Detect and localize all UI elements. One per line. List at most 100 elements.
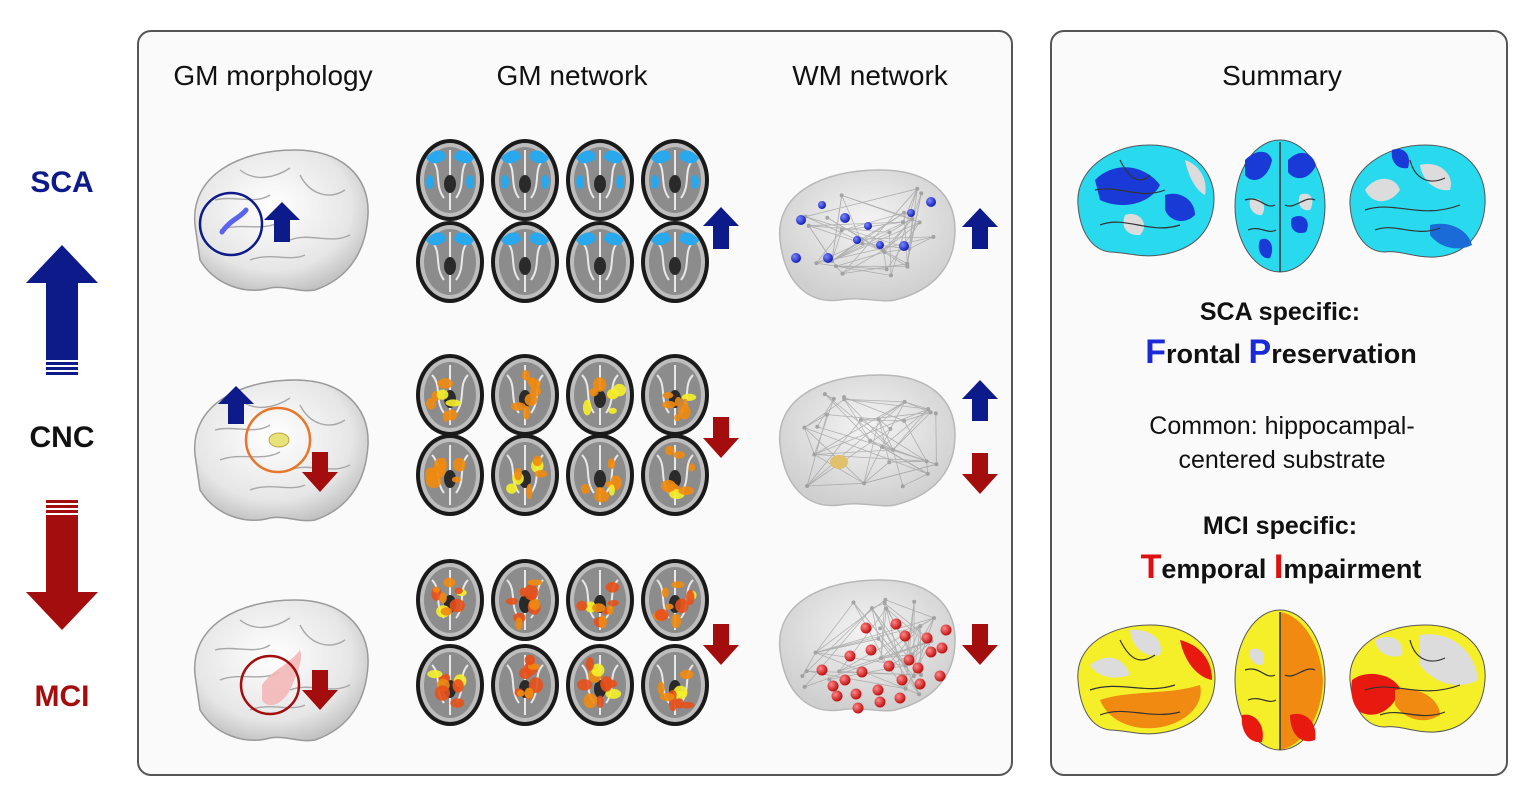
wm-node	[890, 618, 902, 630]
gm-network-sca-up-arrow-icon	[703, 207, 739, 249]
frontal-preservation-term: Frontal Preservation	[1145, 333, 1417, 372]
wm-node	[940, 624, 952, 636]
axial-slice	[491, 354, 559, 436]
mci-specific-heading: MCI specific:	[1202, 512, 1358, 540]
wm-node	[912, 662, 924, 674]
axial-slice	[416, 139, 484, 221]
axial-slice	[491, 559, 559, 641]
wm-node	[844, 650, 856, 662]
axial-slice	[566, 221, 634, 303]
axial-slice	[641, 434, 709, 516]
cnc-morph-up-arrow-icon	[218, 386, 254, 424]
gm-morphology-brain-cnc	[194, 379, 369, 522]
mci-axis-label: MCI	[34, 680, 90, 713]
gm-network-cnc-down-arrow-icon	[703, 417, 739, 458]
temporal-impairment-term: Temporal Impairment	[1141, 548, 1422, 587]
summary-mci-lateral-brain	[1077, 624, 1216, 735]
sca-axis-label: SCA	[30, 166, 94, 199]
summary-sca-top-brain	[1234, 139, 1326, 273]
wm-node	[907, 209, 915, 217]
summary-sca-medial-brain	[1349, 144, 1486, 258]
wm-node	[903, 654, 915, 666]
impairment-initial: I	[1273, 548, 1284, 586]
summary-sca-lateral-brain	[1077, 144, 1215, 257]
wm-node	[936, 642, 948, 654]
wm-network-brain-cnc	[778, 374, 998, 507]
gm-network-mci-down-arrow-icon	[703, 624, 739, 665]
preservation-rest: reservation	[1271, 339, 1417, 369]
sca-specific-heading: SCA specific:	[1199, 298, 1361, 326]
frontal-initial: F	[1145, 333, 1166, 371]
wm-cnc-up-arrow-icon	[962, 380, 998, 421]
wm-node	[926, 197, 936, 207]
wm-node	[883, 660, 895, 672]
column-header-wm-network: WM network	[792, 60, 948, 91]
mci-big-down-arrow-icon	[26, 500, 98, 630]
wm-node	[856, 666, 868, 678]
wm-node	[896, 674, 908, 686]
frontal-rest: rontal	[1166, 339, 1249, 369]
axial-slice	[416, 354, 484, 436]
summary-title: Summary	[1222, 60, 1342, 91]
wm-node	[860, 622, 872, 634]
axial-slice	[491, 221, 559, 303]
gm-morphology-brain-mci	[194, 599, 369, 742]
temporal-rest: emporal	[1161, 554, 1274, 584]
axial-slice	[491, 139, 559, 221]
cnc-morph-down-arrow-icon	[302, 452, 338, 492]
summary-mci-medial-brain	[1349, 624, 1486, 733]
wm-node	[865, 644, 877, 656]
wm-node	[894, 692, 906, 704]
axial-slice	[566, 559, 634, 641]
sca-big-up-arrow-icon	[26, 245, 98, 375]
axial-slice	[566, 434, 634, 516]
common-line-2: centered substrate	[1178, 446, 1386, 474]
axial-slice	[566, 354, 634, 436]
column-header-gm-network: GM network	[496, 60, 648, 91]
wm-node	[852, 702, 864, 714]
wm-node	[914, 678, 926, 690]
axial-slice	[416, 644, 484, 726]
wm-cnc-down-arrow-icon	[962, 453, 998, 494]
wm-network-brain-mci	[778, 579, 998, 714]
wm-node	[899, 630, 911, 642]
wm-mci-nodes	[816, 618, 952, 714]
mci-morph-down-arrow-icon	[302, 670, 338, 710]
axial-slice	[641, 559, 709, 641]
wm-node	[816, 664, 828, 676]
axial-slice	[641, 644, 709, 726]
temporal-initial: T	[1140, 548, 1162, 586]
wm-node	[823, 253, 833, 263]
axial-slice	[566, 139, 634, 221]
gm-network-slices	[416, 139, 709, 726]
wm-node	[796, 215, 806, 225]
axial-slice	[566, 644, 634, 726]
column-header-gm-morphology: GM morphology	[173, 60, 373, 91]
axial-slice	[491, 644, 559, 726]
wm-node	[839, 674, 851, 686]
wm-node	[874, 696, 886, 708]
wm-sca-up-arrow-icon	[962, 208, 998, 249]
wm-node	[791, 253, 801, 263]
wm-node	[921, 632, 933, 644]
wm-node	[840, 213, 850, 223]
wm-network-brain-sca	[778, 169, 998, 302]
wm-node	[934, 670, 946, 682]
wm-node	[872, 684, 884, 696]
axial-slice	[416, 221, 484, 303]
wm-node	[850, 688, 862, 700]
sca-morph-up-arrow-icon	[264, 202, 300, 242]
wm-node	[818, 201, 826, 209]
axial-slice	[641, 354, 709, 436]
wm-cnc-edges	[802, 392, 939, 489]
wm-node	[899, 241, 909, 251]
wm-node	[925, 646, 937, 658]
wm-node	[876, 241, 884, 249]
axial-slice	[641, 221, 709, 303]
axial-slice	[491, 434, 559, 516]
wm-mci-down-arrow-icon	[962, 624, 998, 665]
cnc-axis-label: CNC	[29, 421, 95, 454]
wm-node	[853, 236, 861, 244]
wm-node	[831, 690, 843, 702]
